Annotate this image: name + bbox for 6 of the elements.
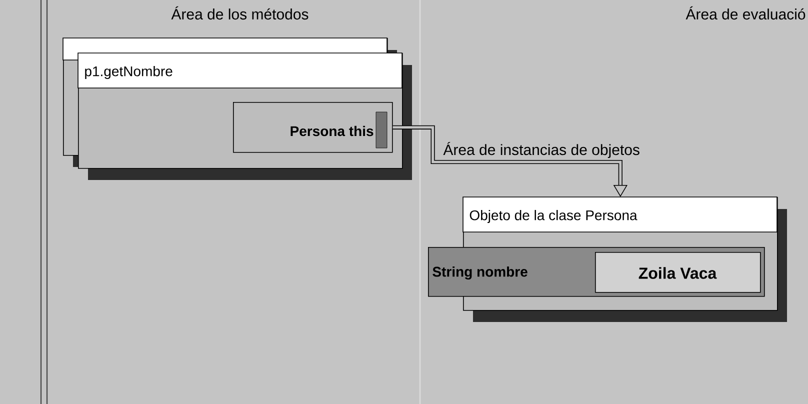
area-title: Área de los métodos	[171, 6, 308, 20]
parameter-field: Persona this	[233, 102, 393, 153]
connector-arrow	[392, 125, 628, 197]
value-field: Zoila Vaca	[595, 252, 761, 293]
area-title: Área de evaluació	[686, 6, 806, 20]
area-title: Área de instancias de objetos	[443, 142, 640, 158]
